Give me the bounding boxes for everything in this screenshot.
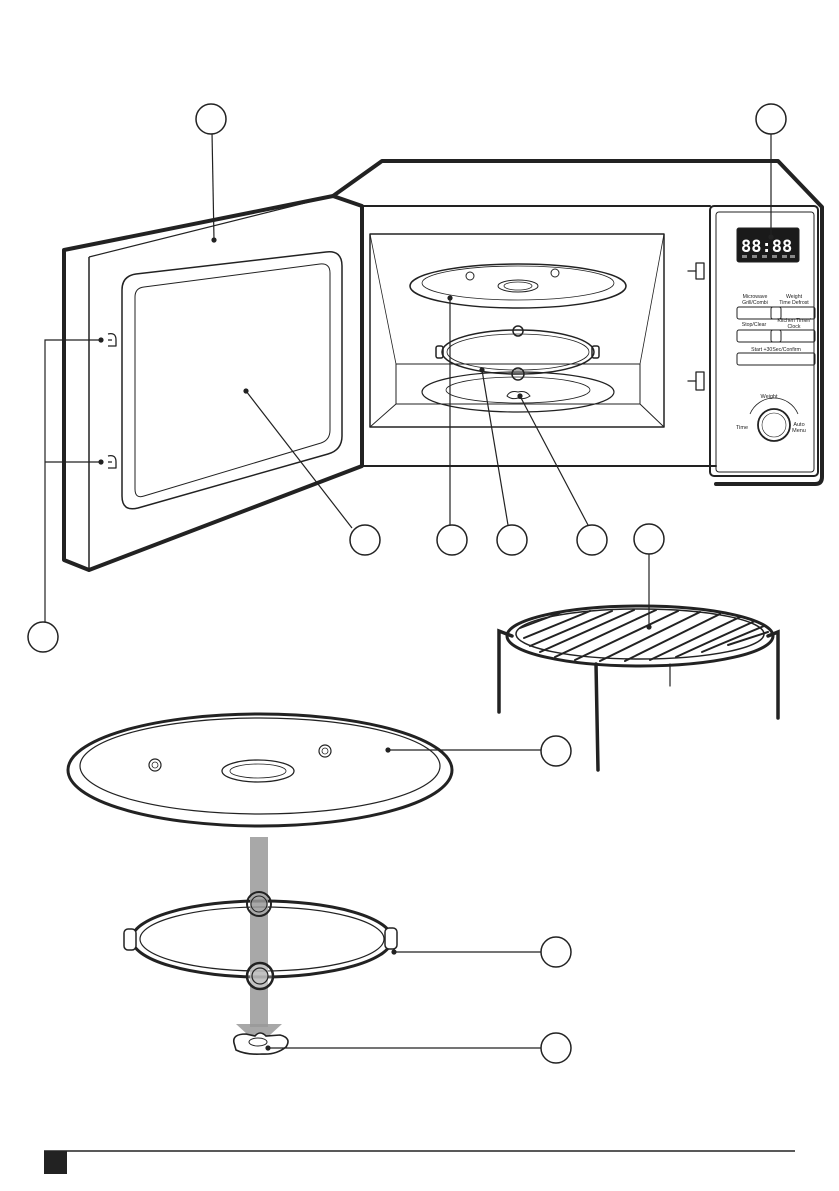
glass-turntable [68, 714, 452, 826]
grill-combi-label: Grill/Combi [742, 300, 768, 306]
time-defrost-label: Time Defrost [779, 300, 809, 306]
callout-roller-ring [497, 525, 527, 555]
cavity-glass-tray [410, 264, 626, 308]
stop-clear-button[interactable] [737, 330, 781, 342]
kitchen-timer-clock-button[interactable] [771, 330, 815, 342]
control-dial[interactable] [750, 398, 798, 441]
callout-door [196, 104, 226, 134]
clock-label: Clock [788, 324, 801, 330]
microwave-grill-combi-button[interactable] [737, 307, 781, 319]
display-digits: 88:88 [741, 237, 792, 257]
callout-ring [541, 937, 571, 967]
page-marker [44, 1151, 67, 1174]
callout-coupler [577, 525, 607, 555]
grill-rack [499, 606, 778, 770]
start-confirm-button[interactable] [737, 353, 815, 365]
display-window: 88:88 [737, 228, 799, 262]
stop-clear-label: Stop/Clear [742, 322, 767, 328]
cavity-coupler [422, 372, 614, 412]
callout-roller-coupler [541, 1033, 571, 1063]
roller-coupler [234, 1033, 288, 1054]
dial-weight-label: Weight [760, 394, 777, 400]
dial-time-label: Time [736, 425, 748, 431]
callout-glass-tray [437, 525, 467, 555]
start-confirm-label: Start +30Sec/Confirm [751, 347, 801, 353]
dial-menu-label: Menu [792, 428, 806, 434]
callout-control-panel [756, 104, 786, 134]
callout-turntable [541, 736, 571, 766]
callout-lines [45, 132, 771, 1048]
callout-grill-rack [634, 524, 664, 554]
callout-door-window [350, 525, 380, 555]
callout-door-hooks [28, 622, 58, 652]
microwave-door [64, 196, 362, 570]
assembly-arrow [236, 837, 282, 1045]
